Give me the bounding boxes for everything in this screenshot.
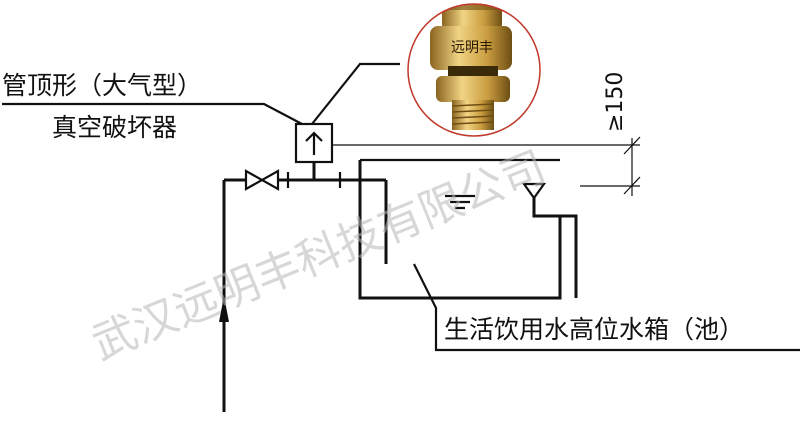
photo-leader-line [311,62,400,125]
overflow-funnel-icon [521,182,547,200]
breaker-label-line1: 管顶形（大气型） [2,71,202,100]
overflow-pipe-outer [540,214,578,298]
overflow-pipe-inner [532,198,560,218]
dimension-tick-top [623,136,641,155]
breaker-leader-line [2,102,303,125]
clearance-label: ≥150 [603,72,628,132]
breaker-label-line2: 真空破坏器 [52,113,177,142]
product-photo: 远明丰 [407,3,541,137]
gate-valve-icon [244,169,280,191]
tank-label: 生活饮用水高位水箱（池） [444,315,744,344]
vacuum-breaker-arrow-icon [305,131,323,155]
dimension-tick-bottom [623,176,641,195]
tank-leader-line [413,263,800,352]
photo-brand-text: 远明丰 [451,40,493,56]
tank-outline [358,160,562,300]
water-level-icon [445,194,475,210]
photo-ring [407,3,541,137]
flow-arrow-icon [219,296,229,322]
